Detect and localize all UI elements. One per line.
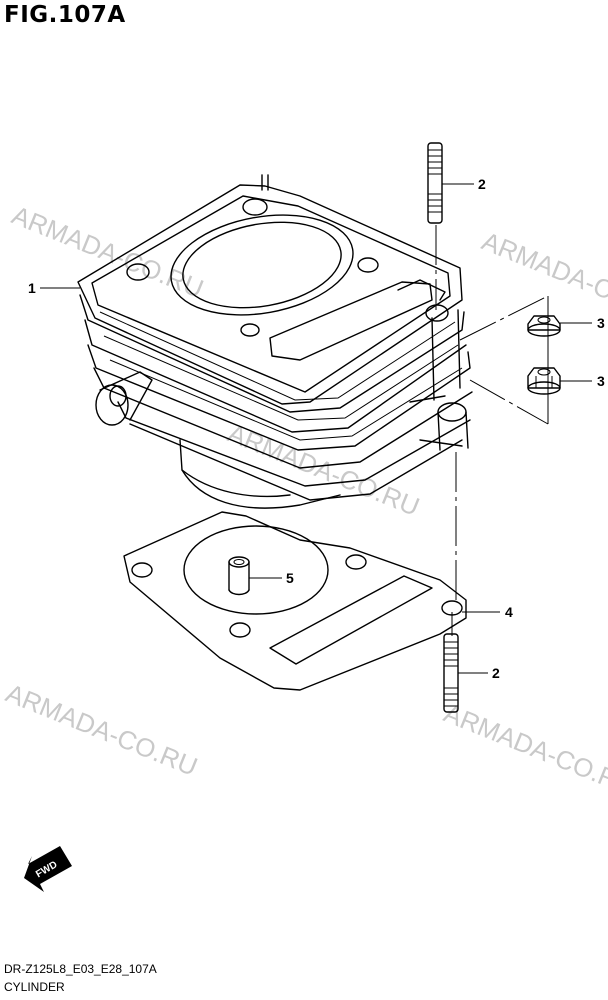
watermark-text: ARMADA-CO.RU (8, 200, 208, 304)
figure-title: FIG.107A (4, 2, 126, 28)
callout-5: 5 (249, 570, 294, 586)
callout-2-top: 2 (442, 176, 486, 192)
flange-nut-1 (527, 315, 561, 337)
callout-2-bottom: 2 (458, 665, 500, 681)
watermark-text: ARMADA-CO.RU (440, 698, 608, 802)
cylinder-base-gasket (123, 511, 467, 691)
callout-3-lower: 3 (560, 373, 605, 389)
watermark-text: ARMADA-CO.RU (2, 678, 202, 782)
figure-name: CYLINDER (4, 980, 65, 994)
callout-1: 1 (28, 280, 80, 296)
callout-number: 1 (28, 280, 36, 296)
watermark-text: ARMADA-CO.RU (224, 418, 424, 522)
watermarks: ARMADA-CO.RU ARMADA-CO.RU ARMADA-CO.RU A… (2, 200, 608, 802)
stud-bolt-top (427, 142, 443, 224)
flange-nut-2 (527, 367, 561, 395)
cylinder-block (77, 174, 473, 509)
fwd-arrow-icon: FWD (24, 846, 72, 892)
stud-bolt-bottom (443, 633, 459, 713)
callout-number: 3 (597, 315, 605, 331)
callout-number: 2 (478, 176, 486, 192)
callout-number: 3 (597, 373, 605, 389)
callout-4: 4 (462, 604, 513, 620)
figure-code: DR-Z125L8_E03_E28_107A (4, 962, 157, 976)
callout-number: 2 (492, 665, 500, 681)
callout-number: 5 (286, 570, 294, 586)
dowel-pin (228, 556, 250, 596)
callout-3-upper: 3 (560, 315, 605, 331)
callout-number: 4 (505, 604, 513, 620)
watermark-text: ARMADA-CO.RU (478, 226, 608, 330)
